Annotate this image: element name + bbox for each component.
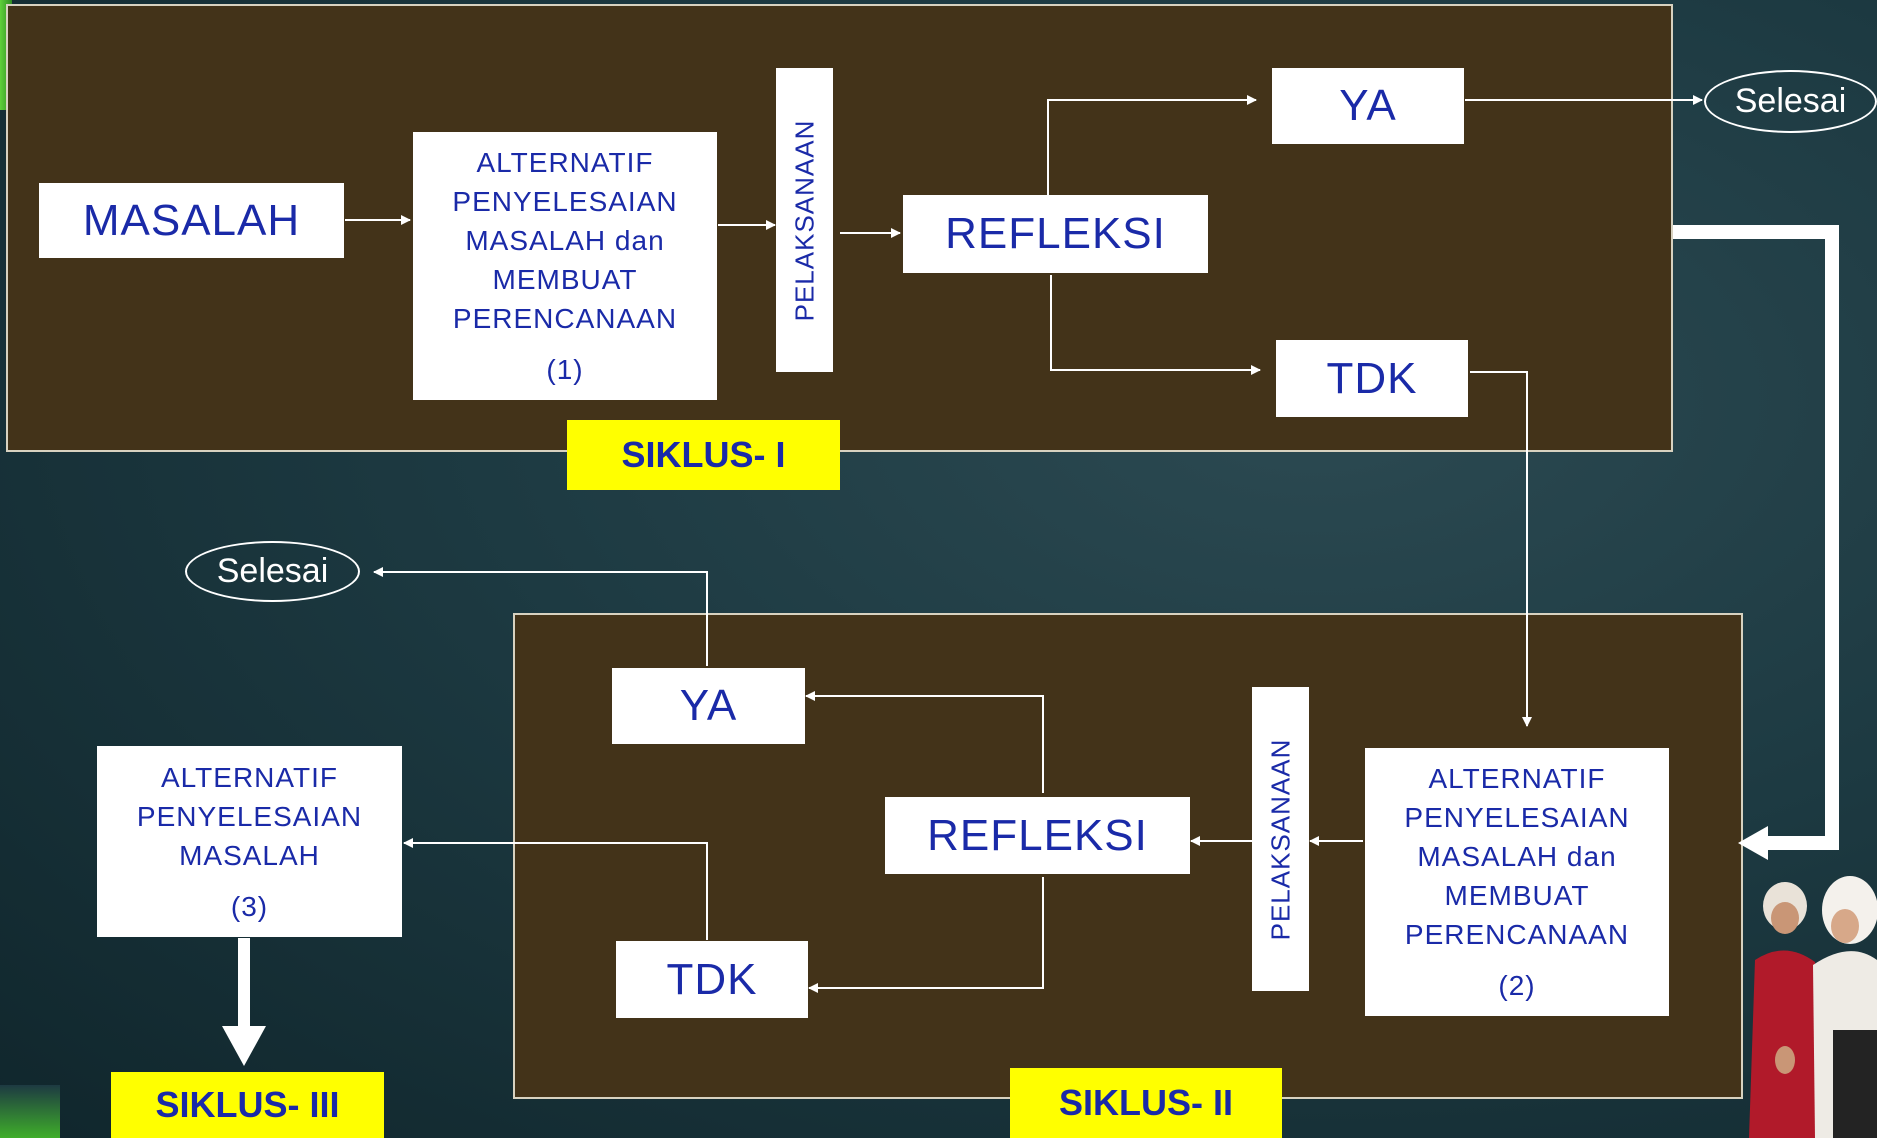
alternatif-2-line-5: PERENCANAAN xyxy=(1404,919,1630,950)
masalah-text: MASALAH xyxy=(82,195,301,245)
alternatif-1-line-1: ALTERNATIF xyxy=(476,147,654,178)
alternatif-1-line-5: PERENCANAAN xyxy=(452,303,678,334)
tdk-2-box: TDK xyxy=(616,941,808,1018)
alternatif-1-line-4: MEMBUAT xyxy=(492,264,638,295)
alternatif-3-box: ALTERNATIF PENYELESAIAN MASALAH (3) xyxy=(97,746,402,937)
alternatif-1-box: ALTERNATIF PENYELESAIAN MASALAH dan MEMB… xyxy=(413,132,717,400)
pelaksanaan-2-box: PELAKSANAAN xyxy=(1252,687,1309,991)
pelaksanaan-1-box: PELAKSANAAN xyxy=(776,68,833,372)
selesai-1-oval: Selesai xyxy=(1704,70,1877,133)
pelaksanaan-1-text: PELAKSANAAN xyxy=(789,119,819,321)
selesai-1-text: Selesai xyxy=(1734,82,1847,120)
alternatif-2-line-1: ALTERNATIF xyxy=(1428,763,1606,794)
masalah-box: MASALAH xyxy=(39,183,344,258)
refleksi-1-text: REFLEKSI xyxy=(945,209,1166,258)
tdk-2-text: TDK xyxy=(666,954,758,1004)
alternatif-3-line-2: PENYELESAIAN xyxy=(136,800,363,832)
selesai-2-text: Selesai xyxy=(216,552,329,590)
siklus-2-label: SIKLUS- II xyxy=(1010,1068,1282,1138)
people-photo xyxy=(1749,876,1877,1138)
siklus-3-label-text: SIKLUS- III xyxy=(155,1084,340,1125)
refleksi-2-text: REFLEKSI xyxy=(927,810,1148,860)
alternatif-2-number: (2) xyxy=(1498,970,1536,1001)
refleksi-1-box: REFLEKSI xyxy=(903,195,1208,273)
tdk-1-box: TDK xyxy=(1276,340,1468,417)
refleksi-2-box: REFLEKSI xyxy=(885,797,1190,874)
alternatif-3-line-3: MASALAH xyxy=(179,839,320,871)
ya-2-box: YA xyxy=(612,668,805,744)
alternatif-3-line-1: ALTERNATIF xyxy=(161,761,338,793)
siklus-2-label-text: SIKLUS- II xyxy=(1058,1082,1233,1123)
alternatif-1-number: (1) xyxy=(546,354,584,385)
green-accent-bottom xyxy=(0,1085,60,1138)
alternatif-2-line-2: PENYELESAIAN xyxy=(1404,802,1630,833)
ya-2-text: YA xyxy=(679,681,738,730)
alternatif-3-number: (3) xyxy=(230,890,269,922)
siklus-1-label: SIKLUS- I xyxy=(567,420,840,490)
alternatif-1-line-3: MASALAH dan xyxy=(465,225,665,256)
alternatif-2-line-4: MEMBUAT xyxy=(1444,880,1590,911)
ya-1-box: YA xyxy=(1272,68,1464,144)
pelaksanaan-2-text: PELAKSANAAN xyxy=(1265,738,1295,940)
ya-1-text: YA xyxy=(1339,81,1397,130)
alternatif-1-line-2: PENYELESAIAN xyxy=(452,186,678,217)
tdk-1-text: TDK xyxy=(1326,353,1418,403)
selesai-2-oval: Selesai xyxy=(185,541,360,602)
alternatif-2-line-3: MASALAH dan xyxy=(1417,841,1617,872)
siklus-1-label-text: SIKLUS- I xyxy=(621,434,786,475)
alternatif-2-box: ALTERNATIF PENYELESAIAN MASALAH dan MEMB… xyxy=(1365,748,1669,1016)
siklus-3-label: SIKLUS- III xyxy=(111,1072,384,1138)
